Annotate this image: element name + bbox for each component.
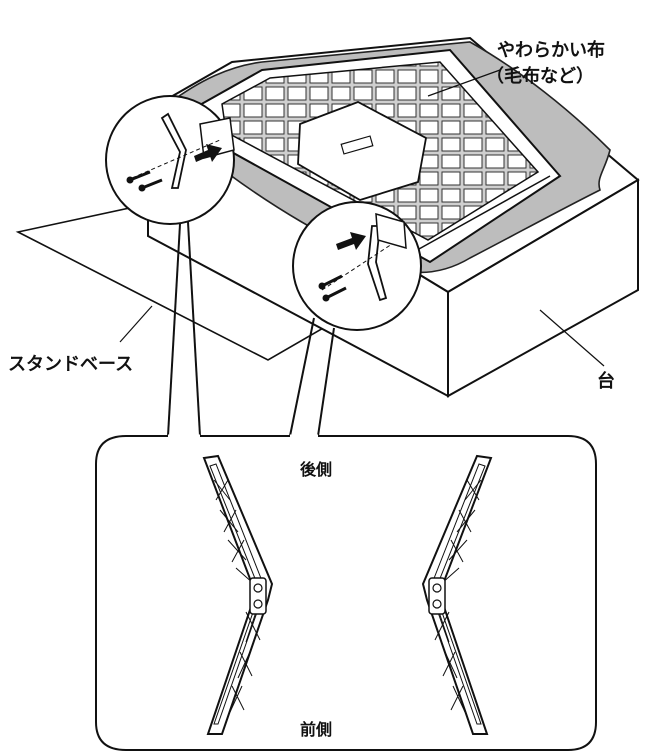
right-screw-2 <box>322 286 347 302</box>
left-screw-1 <box>126 170 151 184</box>
soft-cloth-label: やわらかい布 <box>497 40 605 61</box>
front-side-label: 前側 <box>300 720 333 739</box>
right-screw-1 <box>318 274 343 290</box>
tv-bottom-rail <box>409 175 551 255</box>
stand-base-right <box>421 454 493 735</box>
tv-label-slot <box>340 135 374 155</box>
left-insert-arrow <box>194 144 222 162</box>
tv-center-bracket <box>297 101 428 201</box>
callout-lines <box>167 221 335 437</box>
tv-back-panel <box>196 48 562 264</box>
left-stand-leg <box>160 112 187 189</box>
right-tv-corner <box>375 212 407 250</box>
left-zoom-circle <box>105 95 235 225</box>
stand-leader <box>119 305 153 343</box>
table-label: 台 <box>597 371 615 392</box>
left-screw-2 <box>138 178 163 192</box>
stand-base-label: スタンドベース <box>8 354 134 375</box>
left-screw-guide <box>131 139 221 179</box>
right-insert-arrow <box>336 232 366 250</box>
right-mounting-detail <box>292 201 422 331</box>
rear-side-label: 後側 <box>300 460 333 479</box>
left-mounting-detail <box>105 95 235 225</box>
table-right-face <box>447 178 639 398</box>
soft-cloth-note-label: （毛布など） <box>486 66 594 87</box>
stand-base-left <box>202 454 274 735</box>
table-leader <box>539 309 605 367</box>
cloth-leader <box>427 69 501 97</box>
detail-box <box>95 435 597 751</box>
